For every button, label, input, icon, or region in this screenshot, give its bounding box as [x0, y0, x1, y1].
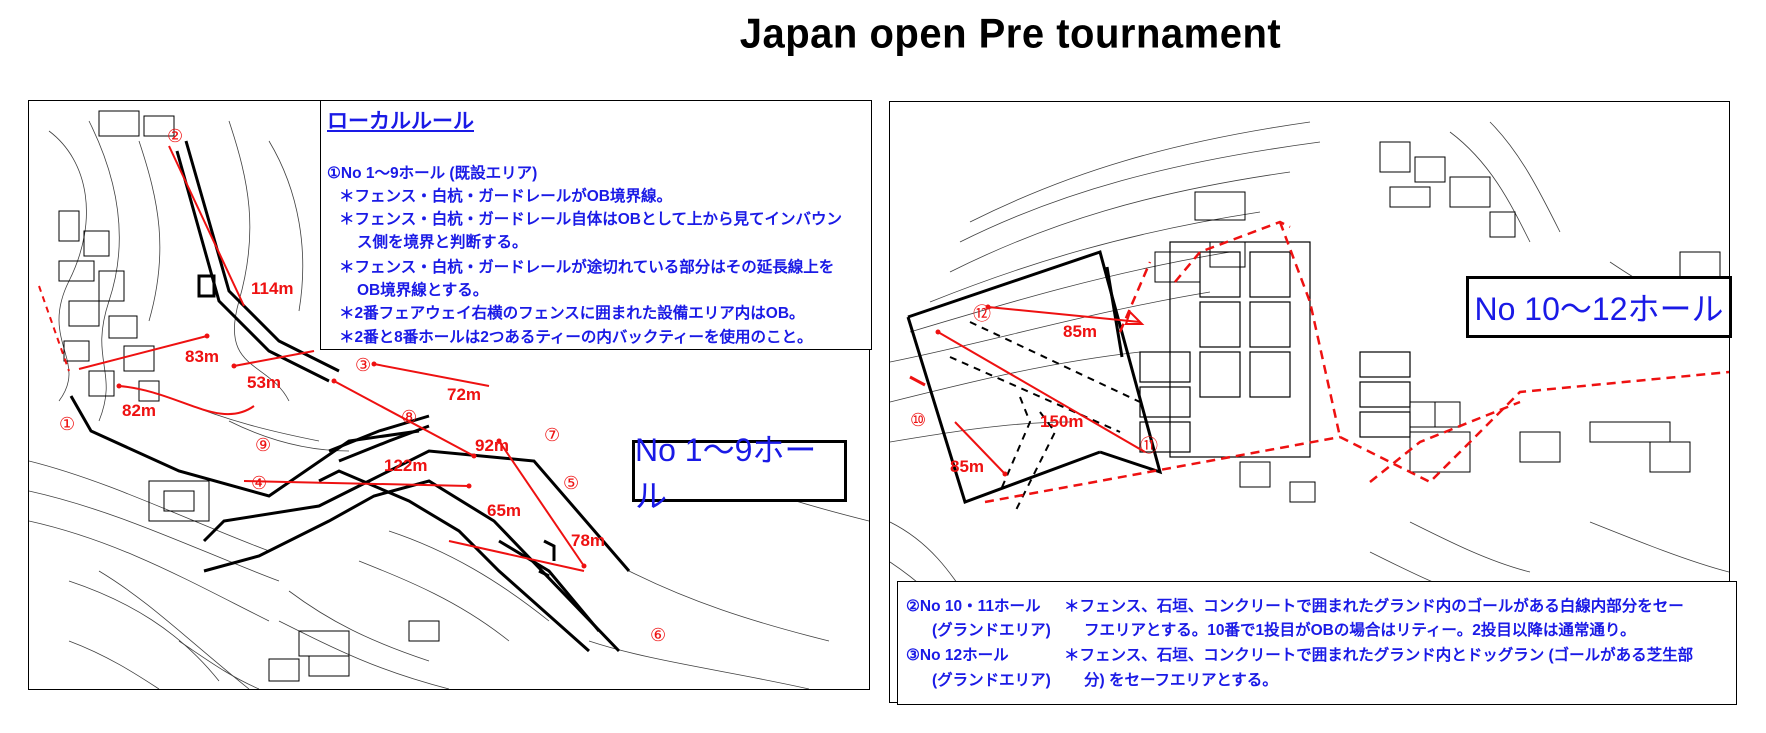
ground-area-rules-box: ②No 10・11ホール ＊フェンス、石垣、コンクリートで囲まれたグランド内のゴ…: [897, 581, 1737, 705]
hole-number-marker: ④: [251, 473, 268, 494]
left-map-drawing: [29, 110, 869, 689]
ground-rule-text: フエリアとする。10番で1投目がOBの場合はリティー。2投目以降は通常通り。: [1084, 622, 1636, 639]
distance-label: 150m: [1040, 412, 1084, 431]
right-map-drawing: [890, 121, 1729, 623]
distance-label: 78m: [571, 531, 606, 550]
left-map-tee-markers: [116, 333, 587, 569]
hole-group-label-10-12: No 10〜12ホール: [1466, 276, 1732, 338]
hole-number-marker: ⑩: [910, 410, 927, 431]
hole-number-marker: ②: [167, 126, 184, 147]
distance-label: 122m: [384, 456, 428, 475]
ground-rule-text: 分) をセーフエリアとする。: [1084, 672, 1278, 689]
page-title: Japan open Pre tournament: [739, 10, 1282, 58]
rule-line: ①No 1〜9ホール (既設エリア): [327, 165, 538, 182]
left-map-ob-lines: [69, 140, 631, 653]
local-rules-title: ローカルルール: [327, 110, 474, 133]
distance-label: 85m: [950, 457, 985, 476]
ground-rule-label: ②No 10・11ホール: [906, 598, 1041, 615]
left-map-buildings: [58, 110, 440, 682]
hole-number-marker: ①: [59, 414, 76, 435]
rule-line: ＊フェンス・白杭・ガードレールが途切れている部分はその延長線上を: [339, 259, 835, 276]
ground-rule-label: (グランドエリア): [932, 622, 1051, 639]
rule-line: ＊2番フェアウェイ右横のフェンスに囲まれた設備エリア内はOB。: [339, 305, 805, 322]
right-map-safe-area-red: [984, 220, 1729, 504]
distance-label: 114m: [251, 279, 294, 298]
hole-group-label-1-9: No 1〜9ホール: [632, 432, 847, 514]
ground-rule-label: ③No 12ホール: [906, 647, 1009, 664]
right-map-safe-area-black: [949, 321, 1141, 513]
right-map-ob-lines: [906, 250, 1163, 504]
right-map-fairways: [909, 306, 1146, 475]
hole-number-marker: ③: [355, 355, 372, 376]
rule-line: OB境界線とする。: [357, 282, 489, 299]
distance-label: 83m: [185, 347, 220, 366]
right-map-tee-markers: [935, 304, 1008, 477]
distance-label: 82m: [122, 401, 157, 420]
ground-rule-label: (グランドエリア): [932, 672, 1051, 689]
right-map-grid-courts: [1139, 241, 1411, 458]
distance-label: 85m: [1063, 322, 1098, 341]
ground-rule-text: ＊フェンス、石垣、コンクリートで囲まれたグランド内のゴールがある白線内部分をセー: [1064, 598, 1684, 615]
hole-number-marker: ⑥: [650, 625, 667, 646]
hole-number-marker: ⑦: [544, 425, 561, 446]
hole-number-marker: ⑤: [563, 473, 580, 494]
rule-line: ＊フェンス・白杭・ガードレール自体はOBとして上から見てインバウン: [339, 211, 842, 228]
ground-rule-text: ＊フェンス、石垣、コンクリートで囲まれたグランド内とドッグラン (ゴールがある芝…: [1064, 647, 1694, 664]
distance-label: 53m: [247, 373, 282, 392]
rule-line: ＊フェンス・白杭・ガードレールがOB境界線。: [339, 188, 672, 205]
hole-number-marker: ⑪: [1140, 436, 1158, 457]
hole-number-marker: ⑫: [973, 304, 991, 325]
distance-label: 72m: [447, 385, 482, 404]
distance-label: 92m: [475, 436, 510, 455]
distance-label: 65m: [487, 501, 522, 520]
hole-number-marker: ⑧: [401, 407, 418, 428]
rule-line: ス側を境界と判断する。: [357, 234, 528, 251]
left-map-fairways: [38, 145, 585, 572]
local-rules-box: ローカルルール ①No 1〜9ホール (既設エリア) ＊フェンス・白杭・ガードレ…: [320, 100, 872, 350]
hole-number-marker: ⑨: [255, 435, 272, 456]
rule-line: ＊2番と8番ホールは2つあるティーの内バックティーを使用のこと。: [339, 329, 813, 346]
